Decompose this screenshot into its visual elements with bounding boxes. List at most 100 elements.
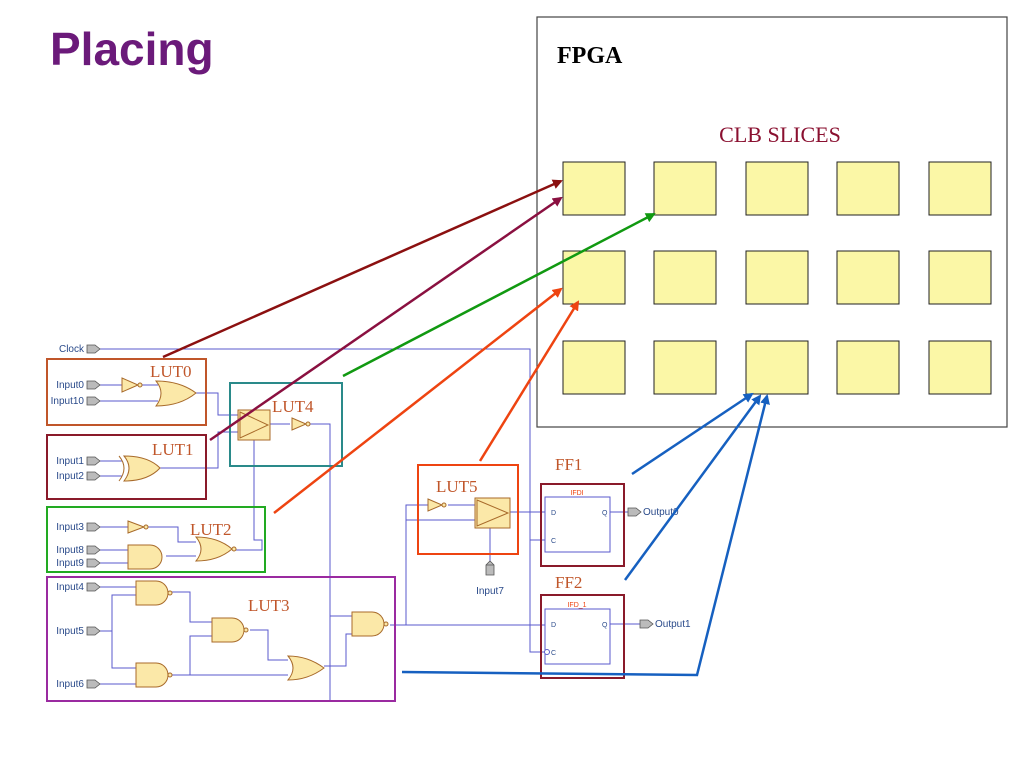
lut4-box — [229, 382, 343, 467]
ff1-cell — [544, 496, 611, 553]
port-input10-icon — [86, 396, 101, 406]
and-gate-icon — [127, 544, 163, 570]
clb-slice-grid — [562, 161, 992, 395]
ff2-cell-name: IFD_1 — [567, 602, 586, 609]
port-output0-icon — [627, 507, 642, 517]
ff1-q-pin: Q — [602, 510, 608, 517]
clb-slice — [653, 250, 717, 305]
port-input5-icon — [86, 626, 101, 636]
port-input5: Input5 — [56, 626, 84, 637]
port-input6: Input6 — [56, 679, 84, 690]
port-input4-icon — [86, 582, 101, 592]
lut1-label: LUT1 — [152, 440, 194, 459]
port-input9: Input9 — [56, 558, 84, 569]
port-input0: Input0 — [56, 380, 84, 391]
port-output1: Output1 — [655, 619, 691, 630]
clb-slice — [562, 340, 626, 395]
arrow-ff1-to-slice — [631, 392, 754, 476]
inverter-gate-icon — [291, 417, 308, 431]
ff2-clock-invert-icon — [544, 649, 550, 655]
port-input10: Input10 — [51, 396, 85, 407]
clb-slice — [562, 161, 626, 216]
inverter-gate-icon — [427, 498, 444, 512]
port-input0-icon — [86, 380, 101, 390]
ff1-box — [540, 483, 625, 567]
lut2-label: LUT2 — [190, 520, 232, 539]
or-gate-icon — [154, 380, 197, 407]
port-clock-icon — [86, 344, 101, 354]
clb-slice — [653, 340, 717, 395]
port-input1: Input1 — [56, 456, 84, 467]
inverter-bubble-icon — [305, 421, 311, 427]
lut3-label: LUT3 — [248, 596, 290, 615]
clb-slice — [836, 250, 900, 305]
inverter-bubble-icon — [441, 502, 447, 508]
port-input6-icon — [86, 679, 101, 689]
arrow-lut4-to-slice — [342, 212, 656, 378]
nand-bubble-icon — [383, 621, 389, 627]
clb-slice — [653, 161, 717, 216]
or-gate-icon — [286, 655, 325, 681]
port-clock: Clock — [59, 344, 85, 355]
flip-flops: IFDI D Q C IFD_1 D Q C — [544, 490, 611, 665]
ff2-c-pin: C — [551, 650, 556, 657]
inverter-gate-icon — [127, 520, 146, 534]
clb-slice — [745, 340, 809, 395]
nand-gate-icon — [135, 662, 169, 688]
clb-slice — [562, 250, 626, 305]
arrow-lut2-to-slice — [273, 287, 563, 514]
arrow-ff2-to-slice — [623, 394, 762, 581]
arrow-lut0-to-slice — [162, 179, 563, 359]
lut3-box — [46, 576, 396, 702]
nor-bubble-icon — [231, 546, 237, 552]
inverter-bubble-icon — [143, 524, 149, 530]
ff2-label: FF2 — [555, 573, 582, 592]
lut5-label: LUT5 — [436, 477, 478, 496]
port-input3-icon — [86, 522, 101, 532]
lut1-box — [46, 434, 207, 500]
arrow-lut1-to-slice — [209, 196, 563, 442]
nand-bubble-icon — [167, 590, 173, 596]
nand-gate-icon — [351, 611, 385, 637]
port-input9-icon — [86, 558, 101, 568]
port-input8: Input8 — [56, 545, 84, 556]
port-input2-icon — [86, 471, 101, 481]
lut2-box — [46, 506, 266, 573]
buffer-gate-icon — [239, 411, 270, 439]
clb-slice — [928, 250, 992, 305]
port-input2: Input2 — [56, 471, 84, 482]
nand-bubble-icon — [167, 672, 173, 678]
buffer-gate-icon — [476, 499, 510, 527]
block-labels: LUT0 LUT1 LUT2 LUT3 LUT4 LUT5 FF1 FF2 — [150, 362, 582, 615]
lut0-label: LUT0 — [150, 362, 192, 381]
ff1-d-pin: D — [551, 510, 556, 517]
block-outlines — [46, 358, 625, 702]
ff1-cell-name: IFDI — [570, 490, 583, 497]
port-output1-icon — [639, 619, 654, 629]
clb-slice — [745, 161, 809, 216]
nor-gate-icon — [194, 536, 233, 562]
placement-arrows — [162, 179, 770, 677]
clb-slices-label: CLB SLICES — [719, 122, 841, 147]
xor-extra-curve — [118, 455, 125, 482]
fpga-label: FPGA — [557, 43, 623, 69]
nand-gate-icon — [135, 580, 169, 606]
clb-slice — [836, 161, 900, 216]
port-input3: Input3 — [56, 522, 84, 533]
xor-gate-icon — [122, 455, 161, 482]
clb-slice — [928, 161, 992, 216]
lut5-box — [417, 464, 519, 555]
inverter-bubble-icon — [137, 382, 143, 388]
clb-slice — [836, 340, 900, 395]
port-input4: Input4 — [56, 582, 84, 593]
ff2-q-pin: Q — [602, 622, 608, 629]
logic-gates — [118, 377, 511, 688]
lut0-box — [46, 358, 207, 426]
ff2-d-pin: D — [551, 622, 556, 629]
nand-gate-icon — [211, 617, 245, 643]
page-title: Placing — [50, 23, 214, 75]
ff1-c-pin: C — [551, 538, 556, 545]
nand-bubble-icon — [243, 627, 249, 633]
arrow-lut3-to-slice — [401, 394, 770, 677]
